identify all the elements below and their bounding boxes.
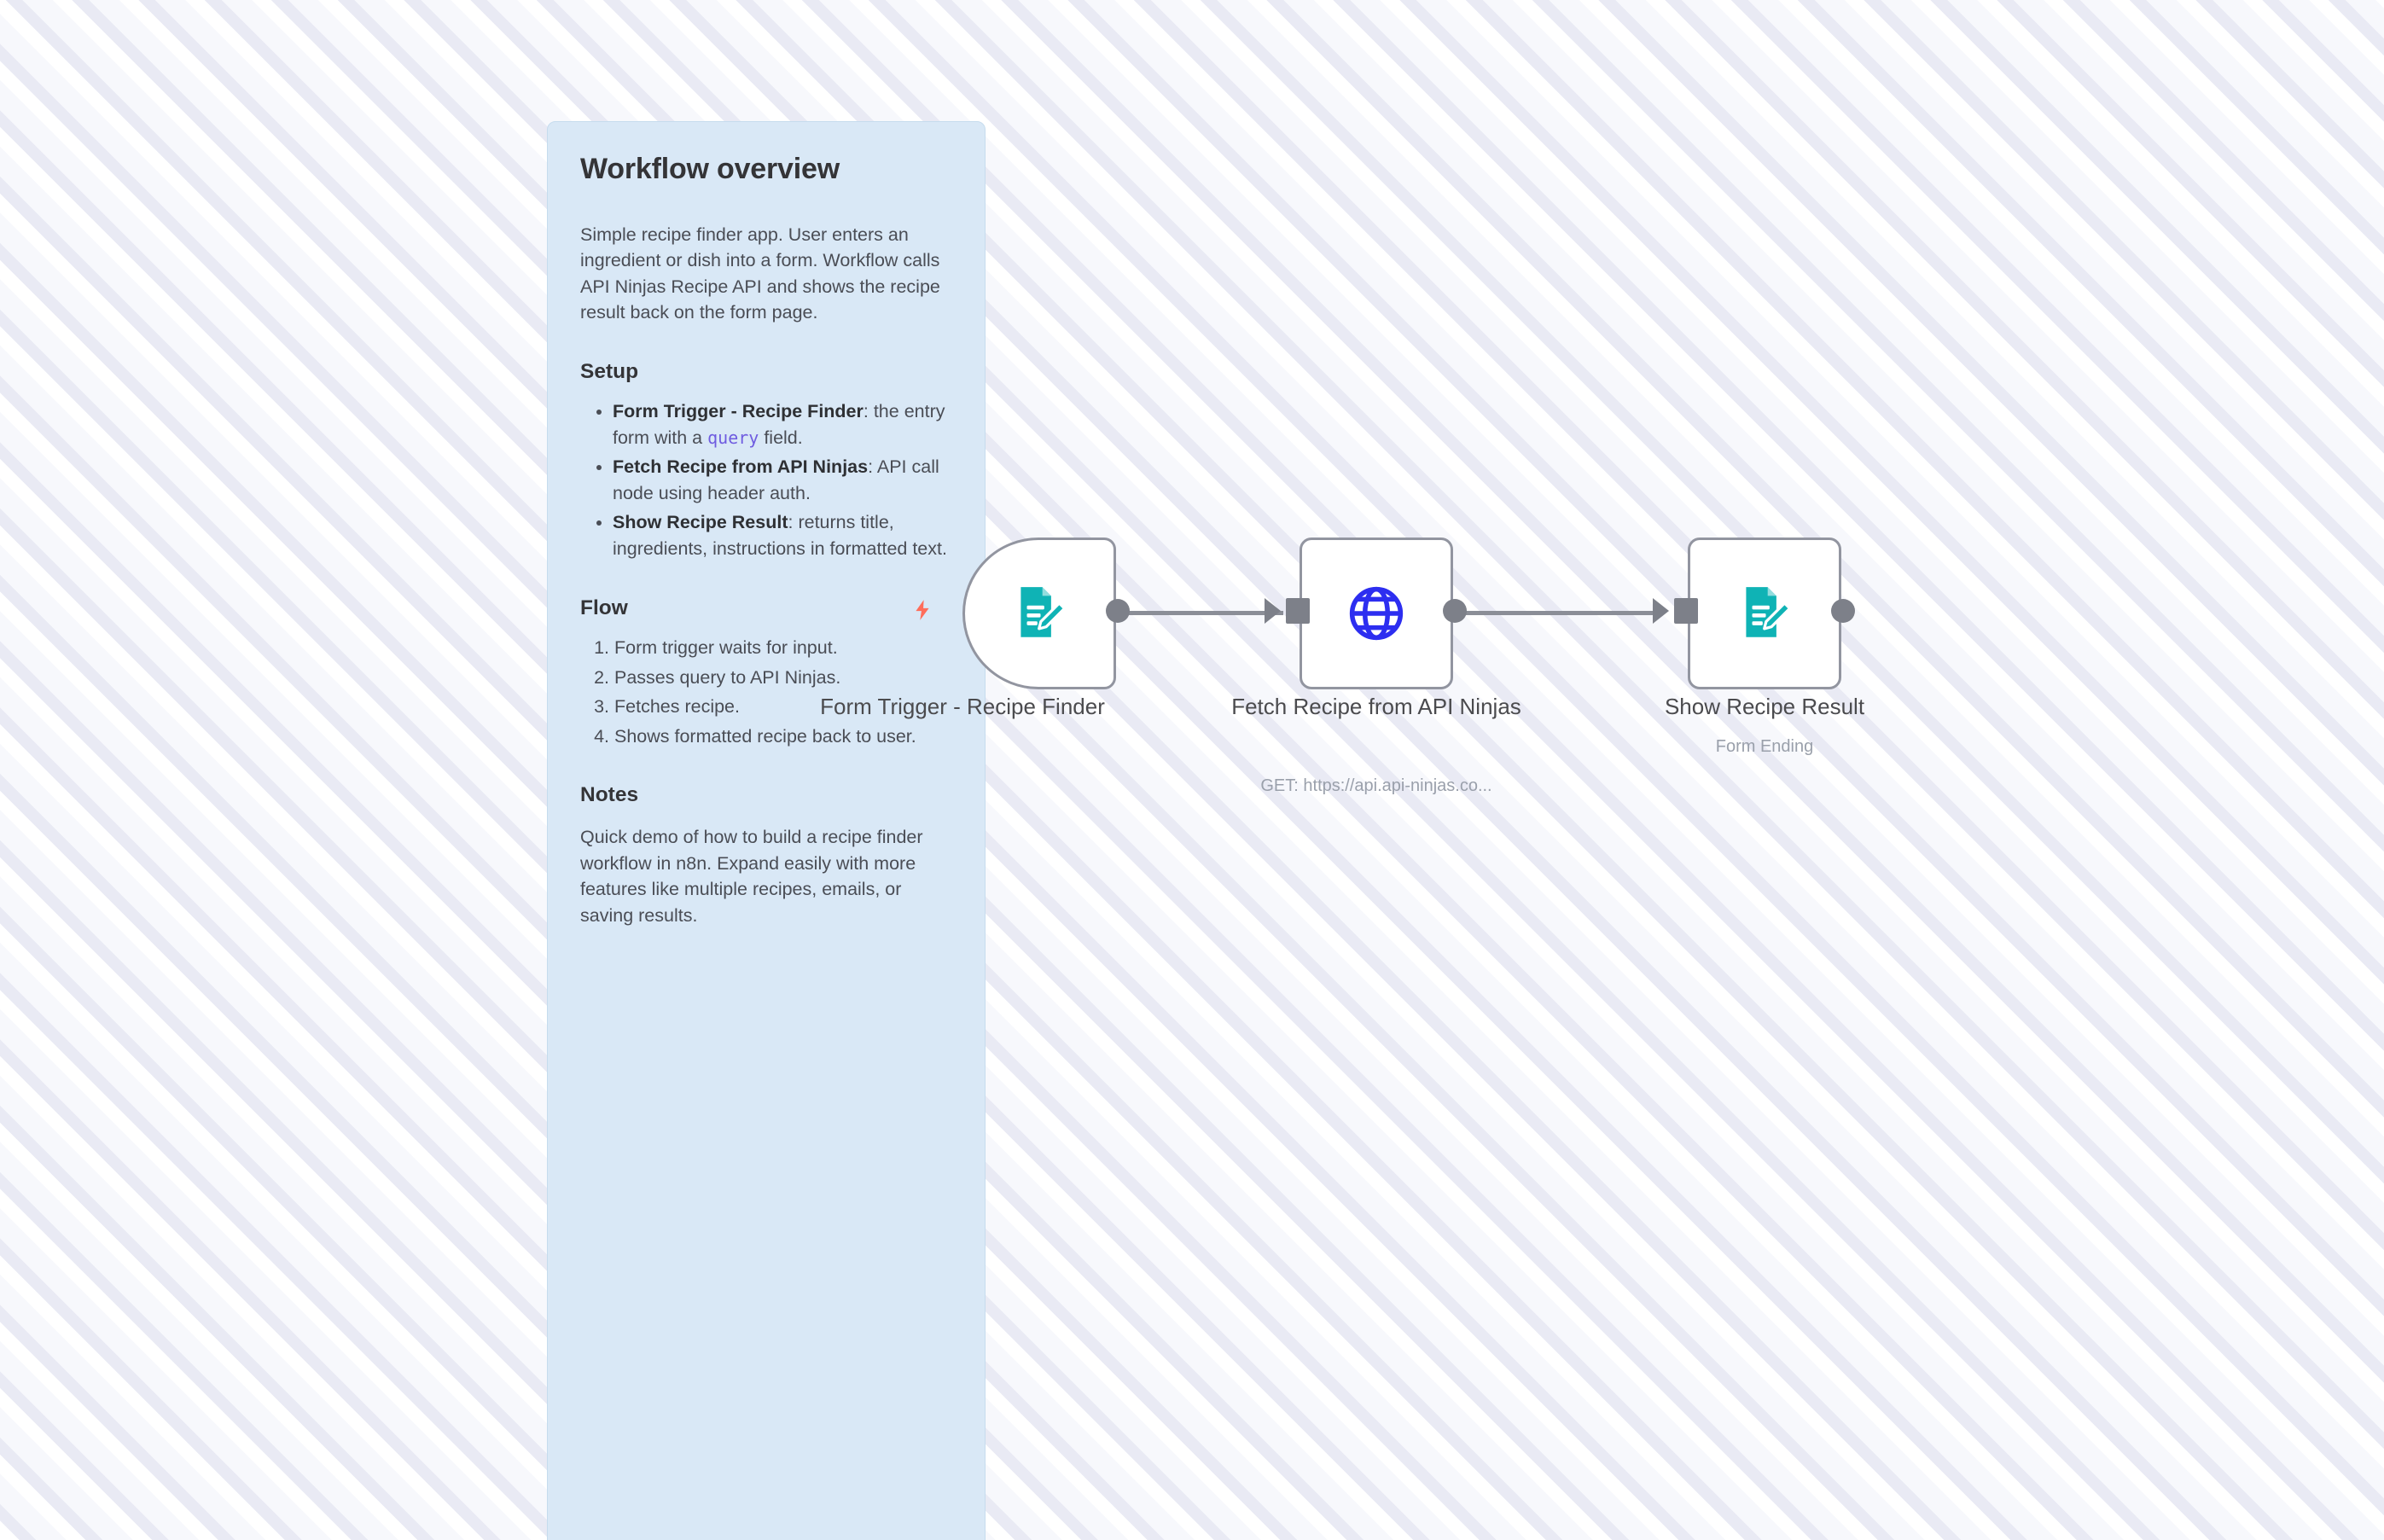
- node-label-form-trigger: Form Trigger - Recipe Finder: [820, 694, 1105, 719]
- setup-item-code: query: [707, 427, 759, 448]
- port-input-arrow-show-recipe-result: [1653, 598, 1669, 624]
- list-item: Show Recipe Result: returns title, ingre…: [613, 509, 952, 561]
- sticky-note-title: Workflow overview: [580, 153, 840, 185]
- form-document-pencil-icon: [1746, 587, 1792, 637]
- setup-item-text-before: : the entry form with a: [613, 401, 945, 448]
- sticky-note-notes-heading: Notes: [580, 783, 639, 807]
- sticky-note-workflow-overview[interactable]: Workflow overview Simple recipe finder a…: [547, 121, 986, 1540]
- node-sublabel-show-recipe-result: Form Ending: [1715, 737, 1814, 756]
- sticky-note-setup-heading: Setup: [580, 359, 639, 383]
- node-label-fetch-recipe: Fetch Recipe from API Ninjas: [1231, 694, 1521, 719]
- sticky-note-description: Simple recipe finder app. User enters an…: [580, 224, 940, 323]
- node-form-trigger[interactable]: [962, 538, 1116, 689]
- port-input-show-recipe-result[interactable]: [1674, 598, 1698, 624]
- list-item: Fetch Recipe from API Ninjas: API call n…: [613, 454, 952, 506]
- connector-form-trigger-to-fetch-recipe[interactable]: [1128, 611, 1283, 615]
- sticky-note-flow-heading: Flow: [580, 596, 628, 619]
- lightning-bolt-icon: [916, 600, 929, 620]
- node-sublabel-fetch-recipe: GET: https://api.api-ninjas.co...: [1260, 776, 1492, 795]
- setup-item-name: Form Trigger - Recipe Finder: [613, 401, 863, 422]
- globe-icon: [1349, 586, 1404, 641]
- list-item: Fetches recipe.: [614, 694, 952, 720]
- setup-item-name: Fetch Recipe from API Ninjas: [613, 456, 869, 478]
- sticky-note-setup-list: Form Trigger - Recipe Finder: the entry …: [580, 398, 952, 561]
- list-item: Form trigger waits for input.: [614, 635, 952, 661]
- node-fetch-recipe[interactable]: [1300, 538, 1453, 689]
- setup-item-text-before: : returns title, ingredients, instructio…: [613, 512, 947, 559]
- sticky-note-notes-text: Quick demo of how to build a recipe find…: [580, 827, 923, 926]
- port-output-show-recipe-result[interactable]: [1831, 599, 1855, 623]
- setup-item-name: Show Recipe Result: [613, 512, 788, 533]
- setup-item-text-before: : API call node using header auth.: [613, 456, 939, 503]
- port-input-fetch-recipe[interactable]: [1286, 598, 1310, 624]
- port-output-fetch-recipe[interactable]: [1443, 599, 1467, 623]
- connector-fetch-recipe-to-show-result[interactable]: [1465, 611, 1661, 615]
- node-label-show-recipe-result: Show Recipe Result: [1664, 694, 1865, 719]
- sticky-note-flow-list: Form trigger waits for input. Passes que…: [580, 635, 952, 749]
- list-item: Shows formatted recipe back to user.: [614, 724, 952, 750]
- list-item: Form Trigger - Recipe Finder: the entry …: [613, 398, 952, 450]
- port-output-form-trigger[interactable]: [1106, 599, 1130, 623]
- setup-item-text-after: field.: [759, 427, 803, 448]
- port-input-arrow-fetch-recipe: [1265, 598, 1281, 624]
- list-item: Passes query to API Ninjas.: [614, 665, 952, 691]
- form-document-pencil-icon: [1020, 587, 1067, 637]
- node-show-recipe-result[interactable]: [1688, 538, 1841, 689]
